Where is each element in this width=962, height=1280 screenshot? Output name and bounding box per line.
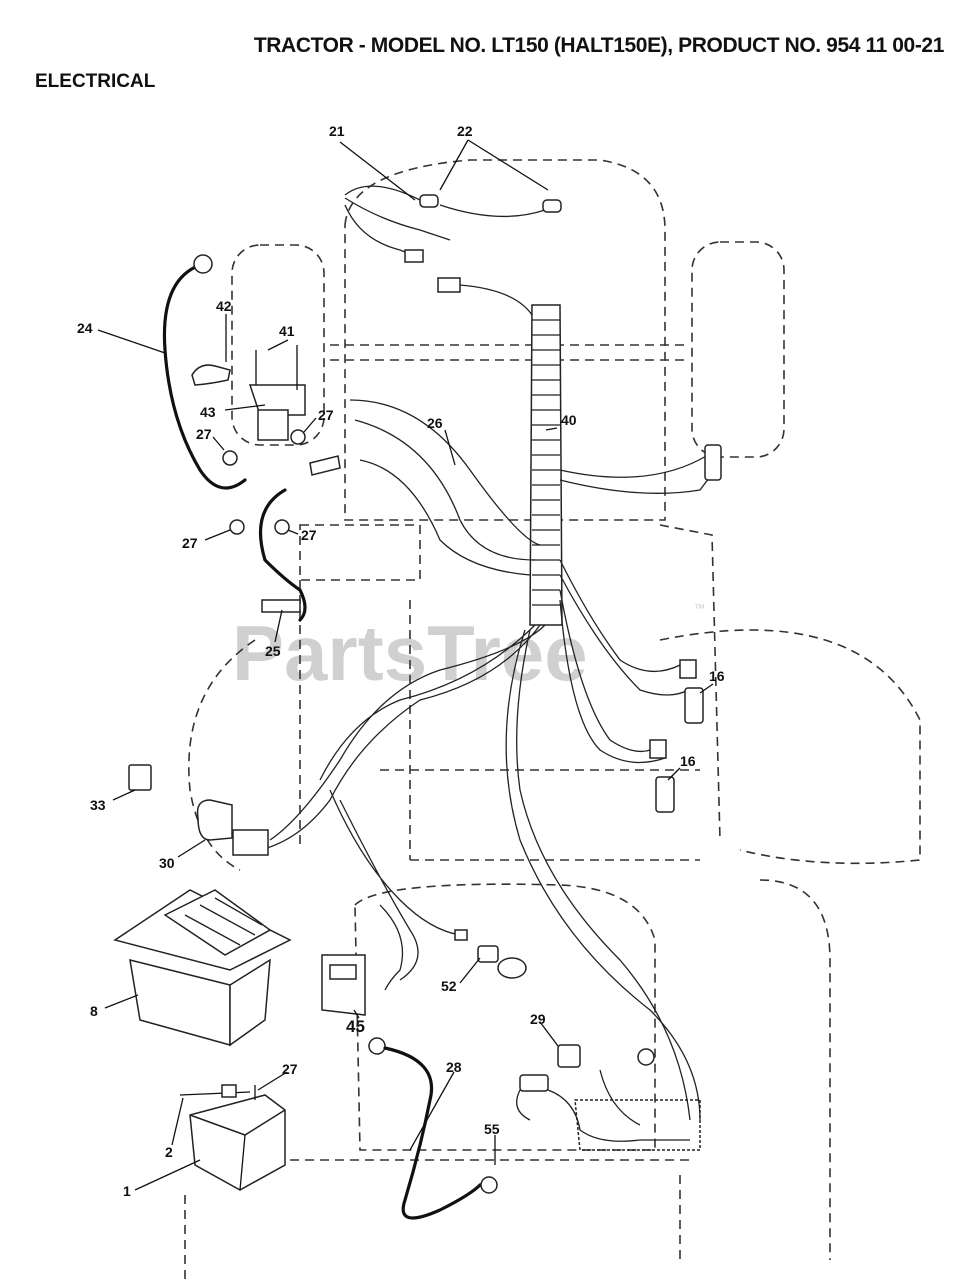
- cable-end-icon: [261, 599, 301, 613]
- tractor-outline: [184, 159, 921, 1280]
- interlock-switch-icon: [655, 776, 675, 813]
- callout-8: 8: [90, 1003, 98, 1019]
- callout-29: 29: [530, 1011, 546, 1027]
- callout-30: 30: [159, 855, 175, 871]
- battery-icon: [189, 1094, 286, 1191]
- callout-16: 16: [680, 753, 696, 769]
- callout-1: 1: [123, 1183, 131, 1199]
- seat-switch-connector-icon: [704, 444, 722, 481]
- callout-27: 27: [282, 1061, 298, 1077]
- solenoid-icon: [257, 409, 289, 441]
- callout-27: 27: [318, 407, 334, 423]
- connector-icon: [649, 739, 667, 759]
- ignition-parts: [128, 764, 269, 856]
- headlight-connector-icon: [404, 249, 424, 263]
- terminal-ring-icon: [193, 254, 213, 274]
- ignition-switch-icon: [196, 799, 233, 841]
- callout-45: 45: [346, 1017, 365, 1036]
- callout-27: 27: [196, 426, 212, 442]
- meter-icon: [321, 954, 366, 1016]
- callout-27: 27: [182, 535, 198, 551]
- hour-meter: [321, 904, 404, 1016]
- callout-52: 52: [441, 978, 457, 994]
- callout-43: 43: [200, 404, 216, 420]
- callout-27: 27: [301, 527, 317, 543]
- battery-cable-28: [368, 1037, 498, 1220]
- callout-24: 24: [77, 320, 93, 336]
- interlock-switch-icon: [684, 687, 704, 724]
- leader-lines: [97, 139, 714, 1191]
- callout-55: 55: [484, 1121, 500, 1137]
- callout-25: 25: [265, 643, 281, 659]
- callout-21: 21: [329, 123, 345, 139]
- boot-icon: [191, 364, 231, 386]
- watermark-trademark: ™: [694, 603, 705, 615]
- callout-labels: 21 22 42 24 41 43 27 27 40 26 27 27 25 1…: [77, 123, 725, 1199]
- headlight-harness: [344, 185, 562, 376]
- page-title: TRACTOR - MODEL NO. LT150 (HALT150E), PR…: [253, 34, 945, 57]
- callout-26: 26: [427, 415, 443, 431]
- battery: [179, 1084, 286, 1191]
- callout-16: 16: [709, 668, 725, 684]
- callout-40: 40: [561, 412, 577, 428]
- ignition-plug-icon: [232, 829, 269, 856]
- plug-52: [454, 929, 527, 979]
- meter-display-icon: [329, 964, 357, 980]
- callout-41: 41: [279, 323, 295, 339]
- switches: [649, 659, 704, 813]
- bulb-right-icon: [542, 199, 562, 213]
- battery-box: [113, 889, 292, 1047]
- pto-switch-icon: [557, 1044, 581, 1068]
- callout-28: 28: [446, 1059, 462, 1075]
- connector-icon: [679, 659, 697, 679]
- callout-42: 42: [216, 298, 232, 314]
- section-title: ELECTRICAL: [35, 71, 156, 92]
- bulb-left-icon: [419, 194, 439, 208]
- harness-connector-icon: [437, 277, 461, 293]
- callout-33: 33: [90, 797, 106, 813]
- fuse-icon: [128, 764, 152, 791]
- pto-assembly: [516, 1044, 701, 1151]
- solenoid-assembly: [162, 254, 341, 622]
- callout-2: 2: [165, 1144, 173, 1160]
- main-harness-coil: [259, 304, 722, 1121]
- callout-22: 22: [457, 123, 473, 139]
